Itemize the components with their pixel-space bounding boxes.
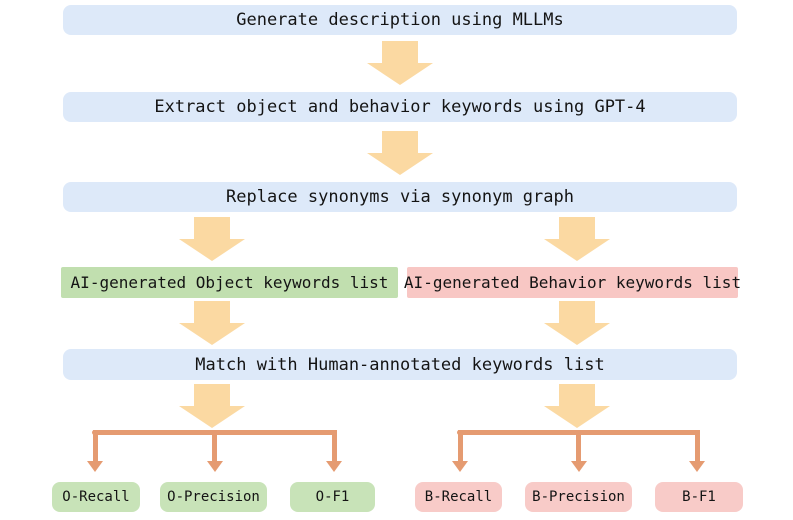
node-object-keywords-list: AI-generated Object keywords list xyxy=(61,267,398,298)
arrow-shaft xyxy=(382,41,418,63)
node-generate-description: Generate description using MLLMs xyxy=(63,5,737,35)
connector-arm-line xyxy=(331,430,337,461)
arrow-head-icon xyxy=(544,239,610,261)
arrow-shaft xyxy=(194,384,230,406)
node-metric-o-recall: O-Recall xyxy=(52,482,140,512)
node-behavior-keywords-list: AI-generated Behavior keywords list xyxy=(404,267,741,298)
arrow-head-icon xyxy=(179,323,245,345)
connector-arm-line xyxy=(576,430,581,461)
connector-arm-line xyxy=(92,430,98,461)
flow-arrow-match-behavior-metrics-icon xyxy=(544,384,610,428)
connector-arm-right xyxy=(689,430,705,472)
flow-arrow-step3-behavior-icon xyxy=(544,217,610,261)
flow-arrow-step1-step2-icon xyxy=(367,41,433,85)
node-extract-keywords: Extract object and behavior keywords usi… xyxy=(63,92,737,122)
arrow-shaft xyxy=(559,217,595,239)
arrow-head-icon xyxy=(179,406,245,428)
arrow-shaft xyxy=(559,301,595,323)
arrow-shaft xyxy=(194,217,230,239)
flow-arrow-match-object-metrics-icon xyxy=(179,384,245,428)
arrow-head-icon xyxy=(87,461,103,472)
connector-arm-line xyxy=(457,430,463,461)
connector-arm-right xyxy=(326,430,342,472)
connector-arm-left xyxy=(87,430,103,472)
flow-arrow-behavior-match-icon xyxy=(544,301,610,345)
node-replace-synonyms: Replace synonyms via synonym graph xyxy=(63,182,737,212)
connector-arm-left xyxy=(452,430,468,472)
flow-arrow-step3-object-icon xyxy=(179,217,245,261)
connector-arm-line xyxy=(212,430,217,461)
connector-arm-center xyxy=(206,430,223,472)
node-metric-b-recall: B-Recall xyxy=(415,482,502,512)
arrow-shaft xyxy=(194,301,230,323)
arrow-shaft xyxy=(559,384,595,406)
arrow-head-icon xyxy=(179,239,245,261)
flow-arrow-object-match-icon xyxy=(179,301,245,345)
arrow-head-icon xyxy=(367,153,433,175)
arrow-head-icon xyxy=(544,406,610,428)
connector-arm-center xyxy=(570,430,587,472)
connector-behavior-branch-icon xyxy=(452,430,705,472)
arrow-head-icon xyxy=(544,323,610,345)
arrow-head-icon xyxy=(689,461,705,472)
node-metric-b-f1: B-F1 xyxy=(655,482,743,512)
arrow-head-icon xyxy=(367,63,433,85)
arrow-head-icon xyxy=(326,461,342,472)
node-metric-o-precision: O-Precision xyxy=(160,482,267,512)
connector-object-branch-icon xyxy=(87,430,342,472)
node-metric-o-f1: O-F1 xyxy=(290,482,375,512)
arrow-head-icon xyxy=(206,461,223,472)
arrow-head-icon xyxy=(570,461,587,472)
arrow-head-icon xyxy=(452,461,468,472)
flow-arrow-step2-step3-icon xyxy=(367,131,433,175)
arrow-shaft xyxy=(382,131,418,153)
node-metric-b-precision: B-Precision xyxy=(525,482,632,512)
connector-arm-line xyxy=(694,430,700,461)
node-match-keywords: Match with Human-annotated keywords list xyxy=(63,349,737,380)
